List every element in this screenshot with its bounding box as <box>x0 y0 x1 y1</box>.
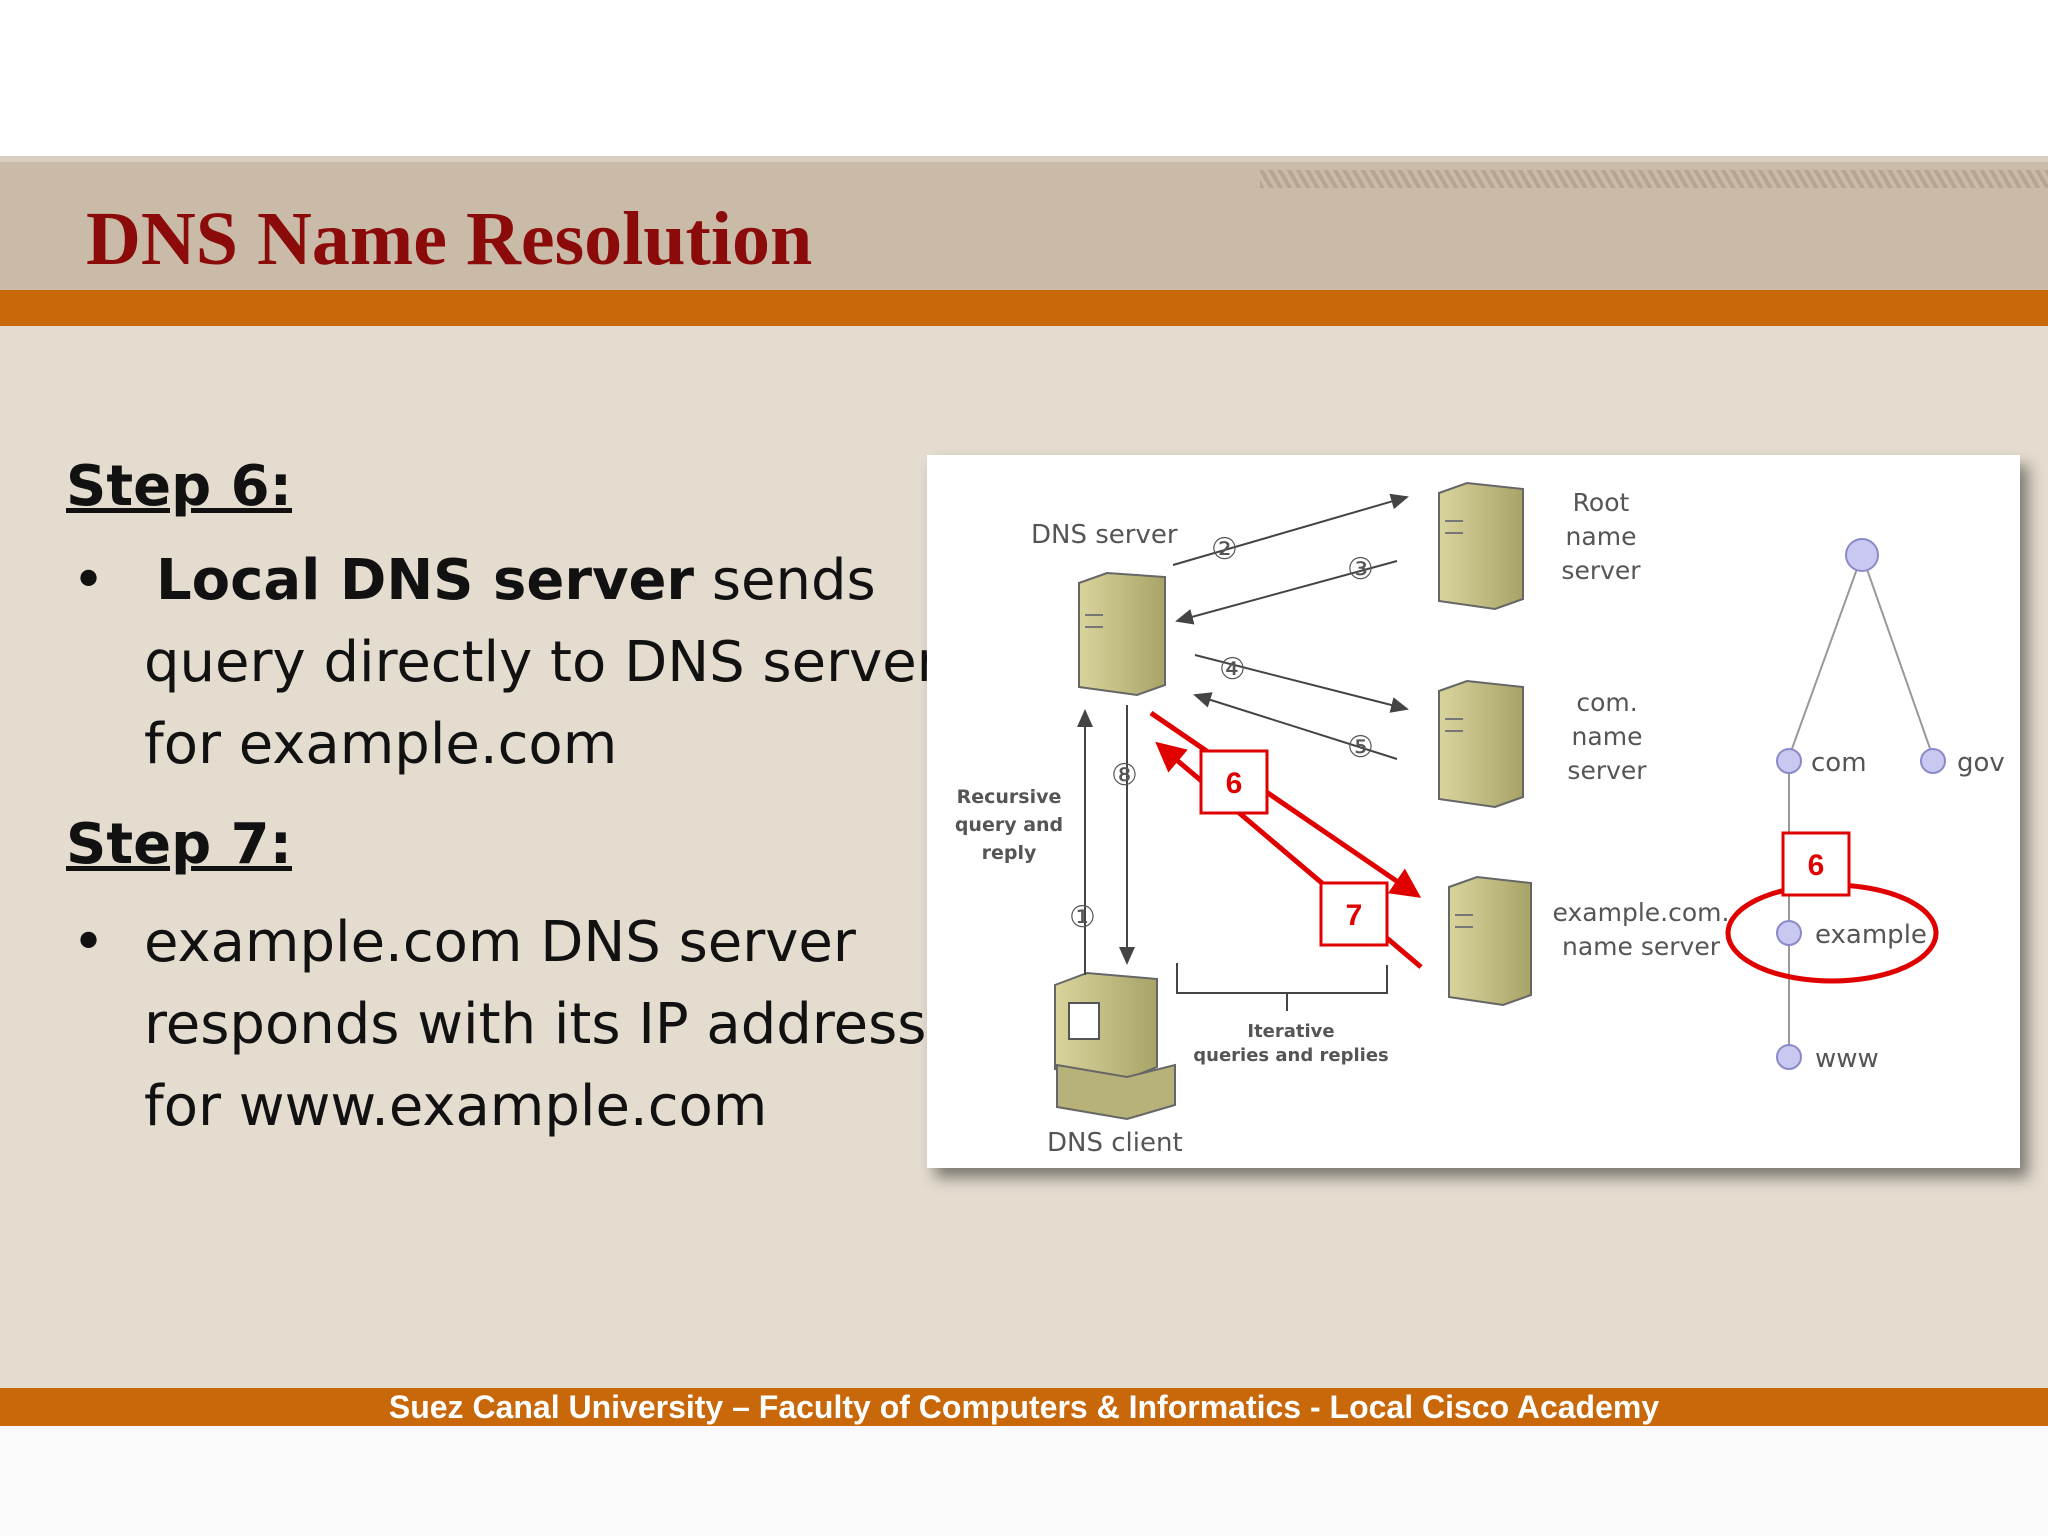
domain-tree-lines <box>1788 554 1934 1055</box>
step-3-number: ③ <box>1347 552 1374 587</box>
annotation-box-6-tree: 6 <box>1781 831 1851 897</box>
tree-root-node <box>1845 538 1879 572</box>
step6-bullet-line-1: Local DNS server sends <box>156 540 876 622</box>
step6-bullet-rest: sends <box>694 548 876 613</box>
dns-client-computer-icon <box>1054 971 1176 1121</box>
step6-bullet-bold: Local DNS server <box>156 548 695 613</box>
tree-www-node <box>1776 1044 1802 1070</box>
footer-bar <box>0 1388 2048 1426</box>
svg-text:name: name <box>1566 522 1637 551</box>
tree-example-node <box>1776 920 1802 946</box>
bottom-margin <box>0 1426 2048 1536</box>
svg-text:query and: query and <box>955 814 1063 836</box>
step7-heading: Step 7: <box>66 812 293 877</box>
tree-example-label: example <box>1815 920 1927 950</box>
example-server-label: example.com. name server <box>1553 898 1730 961</box>
step-5-number: ⑤ <box>1347 730 1374 765</box>
svg-text:example.com.: example.com. <box>1553 898 1730 927</box>
svg-text:Recursive: Recursive <box>957 786 1062 808</box>
annotation-box-6-arrow: 6 <box>1199 749 1269 815</box>
diagram-canvas: ② ③ ④ ⑤ ⑧ ① DNS server Root name server … <box>955 481 2005 1158</box>
tree-com-node <box>1776 748 1802 774</box>
tree-com-label: com <box>1811 748 1867 778</box>
step6-heading: Step 6: <box>66 454 293 519</box>
tree-gov-label: gov <box>1957 748 2005 778</box>
svg-text:7: 7 <box>1346 899 1363 932</box>
svg-text:com.: com. <box>1576 688 1637 717</box>
step7-bullet-line-2: responds with its IP address <box>144 992 927 1057</box>
step7-bullet-line-3: for www.example.com <box>144 1074 768 1139</box>
tree-www-label: www <box>1815 1044 1879 1074</box>
domain-tree-nodes <box>1776 538 1946 1070</box>
dns-server-label: DNS server <box>1031 520 1178 550</box>
header-hatch-decoration <box>1260 170 2048 188</box>
svg-text:server: server <box>1561 556 1641 585</box>
slide-title: DNS Name Resolution <box>86 197 813 281</box>
svg-text:6: 6 <box>1226 767 1243 800</box>
local-dns-server-icon <box>1078 571 1166 697</box>
svg-text:name server: name server <box>1562 932 1721 961</box>
footer-text: Suez Canal University – Faculty of Compu… <box>388 1389 1660 1425</box>
svg-text:name: name <box>1572 722 1643 751</box>
example-server-icon <box>1448 875 1532 1007</box>
step6-bullet-line-2: query directly to DNS server <box>144 630 940 695</box>
tree-gov-node <box>1920 748 1946 774</box>
top-margin <box>0 0 2048 156</box>
iterative-label: Iterative queries and replies <box>1193 1021 1389 1066</box>
step-1-number: ① <box>1069 900 1096 935</box>
root-server-icon <box>1438 481 1524 611</box>
com-server-label: com. name server <box>1567 688 1647 785</box>
svg-text:queries and replies: queries and replies <box>1193 1045 1389 1066</box>
dns-client-label: DNS client <box>1047 1128 1183 1158</box>
annotation-box-7-arrow: 7 <box>1319 881 1389 947</box>
svg-text:6: 6 <box>1808 849 1825 882</box>
step6-bullet-dot: • <box>72 548 106 613</box>
step-2-number: ② <box>1211 532 1238 567</box>
step-number-labels: ② ③ ④ ⑤ ⑧ ① <box>1069 532 1374 935</box>
svg-text:Iterative: Iterative <box>1247 1021 1334 1042</box>
dns-resolution-diagram: ② ③ ④ ⑤ ⑧ ① DNS server Root name server … <box>927 455 2020 1168</box>
svg-text:reply: reply <box>982 842 1037 864</box>
step7-bullet-line-1: example.com DNS server <box>144 910 856 975</box>
root-server-label: Root name server <box>1561 488 1641 585</box>
iterative-arrows <box>1077 493 1409 1011</box>
header-accent-bar <box>0 290 2048 326</box>
recursive-label: Recursive query and reply <box>955 786 1063 864</box>
com-server-icon <box>1438 679 1524 809</box>
svg-text:server: server <box>1567 756 1647 785</box>
step-4-number: ④ <box>1219 652 1246 687</box>
step-8-number: ⑧ <box>1111 758 1138 793</box>
svg-text:Root: Root <box>1573 488 1630 517</box>
header-line <box>0 156 2048 162</box>
step7-bullet-dot: • <box>72 910 106 975</box>
step6-bullet-line-3: for example.com <box>144 712 618 777</box>
